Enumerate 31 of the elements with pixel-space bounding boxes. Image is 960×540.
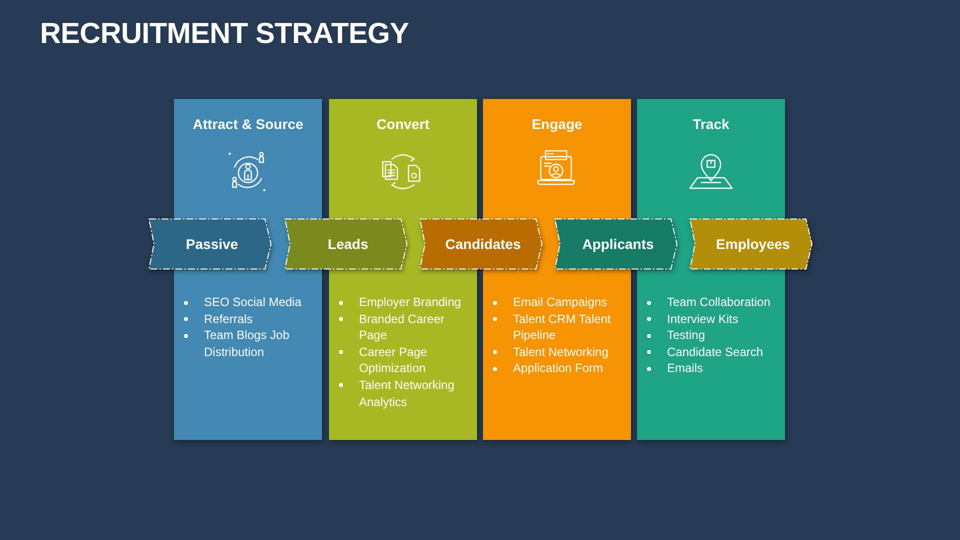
bullet-item: Talent CRM Talent Pipeline (513, 310, 612, 344)
bullet-item: Team Blogs Job Distribution (204, 327, 290, 360)
column-heading: Track (692, 115, 730, 133)
bullet-item: Branded Career Page (359, 310, 446, 344)
chevron-step (689, 218, 813, 270)
bullet-item: Emails (667, 360, 704, 377)
bullet-item: Email Campaigns (513, 294, 608, 311)
chevron-step (284, 218, 408, 270)
step-label: Passive (184, 235, 238, 253)
column-heading: Engage (532, 115, 582, 133)
step-label: Employees (715, 235, 790, 253)
bullet-item: Application Form (513, 360, 604, 377)
bullet-item: Referrals (204, 310, 253, 328)
chevron-step (419, 218, 543, 270)
step-label: Candidates (444, 235, 521, 253)
bullet-item: Team Collaboration (667, 294, 770, 311)
column-heading: Convert (376, 115, 430, 133)
page-title: RECRUITMENT STRATEGY (40, 17, 409, 52)
step-label: Applicants (581, 235, 654, 253)
bullet-item: Interview Kits (667, 310, 738, 328)
column-heading: Attract & Source (192, 115, 304, 133)
step-label: Leads (326, 235, 368, 253)
bullet-item: Talent Networking Analytics (359, 376, 456, 410)
bullet-item: Employer Branding (359, 294, 462, 311)
bullet-item: Career Page Optimization (359, 344, 428, 377)
bullet-item: Talent Networking (513, 344, 608, 360)
bullet-item: Testing (667, 327, 706, 344)
chevron-step (148, 218, 272, 270)
bullet-item: SEO Social Media (204, 294, 302, 311)
bullet-item: Candidate Search (667, 344, 764, 360)
chevron-step (554, 218, 678, 270)
